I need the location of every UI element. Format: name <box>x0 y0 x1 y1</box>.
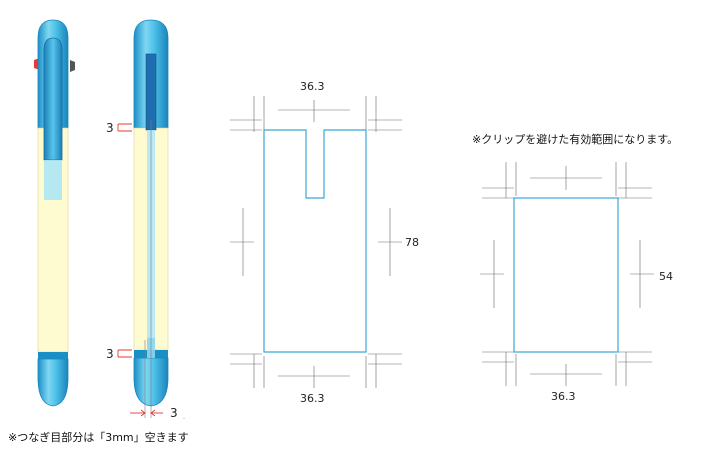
template-a-outline <box>263 129 367 353</box>
template-b-height: 54 <box>659 270 673 283</box>
template-a <box>230 96 402 388</box>
pen-clip <box>43 37 63 161</box>
pen-side-clip <box>145 53 157 131</box>
gap-top-marker <box>117 123 132 132</box>
pen-knob-gray <box>70 60 75 72</box>
gap-bottom-marker <box>117 349 132 358</box>
pen-front-view <box>34 19 75 407</box>
template-a-width-top: 36.3 <box>300 80 325 93</box>
clip-note: ※クリップを避けた有効範囲になります。 <box>472 133 679 146</box>
template-a-height: 78 <box>405 236 419 249</box>
gap-note: ※つなぎ目部分は「3mm」空きます <box>8 431 189 444</box>
template-b <box>480 162 654 386</box>
gap-width-label: 3 <box>170 406 178 420</box>
template-a-width-bottom: 36.3 <box>300 392 325 405</box>
template-b-width-bottom: 36.3 <box>551 390 576 403</box>
gap-bottom-label: 3 <box>106 347 114 361</box>
template-b-outline <box>513 197 619 353</box>
pen-side-view <box>117 19 185 419</box>
pen-print-area <box>37 127 69 353</box>
gap-top-label: 3 <box>106 121 114 135</box>
